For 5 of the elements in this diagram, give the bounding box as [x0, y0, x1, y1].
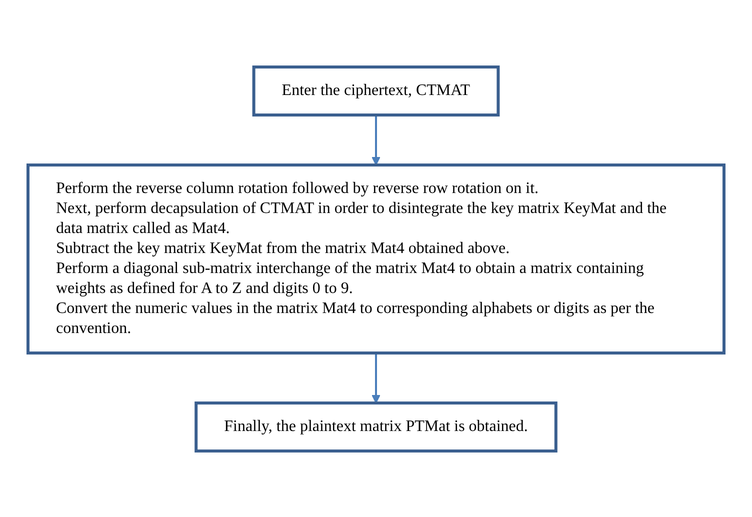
node-box: Finally, the plaintext matrix PTMat is obtained.	[194, 401, 558, 452]
node-box: Enter the ciphertext, CTMAT	[252, 65, 500, 116]
node-box: Perform the reverse column rotation followed by reverse row rotation on it. Next, perform decapsulation of CTMAT in order to disintegrate the key matrix KeyMat and the data matrix called as Mat4. Subtract the key matrix KeyMat from the matrix Mat4 obtained above. Perform a diagonal sub-matrix interchange of the matrix Mat4 to obtain a matrix containing weights as defined for A to Z and digits 0 to 9. Convert the numeric values in the matrix Mat4 to corresponding alphabets or digits as per the convention.	[26, 163, 726, 354]
arrow	[372, 352, 380, 403]
arrow	[372, 114, 380, 165]
